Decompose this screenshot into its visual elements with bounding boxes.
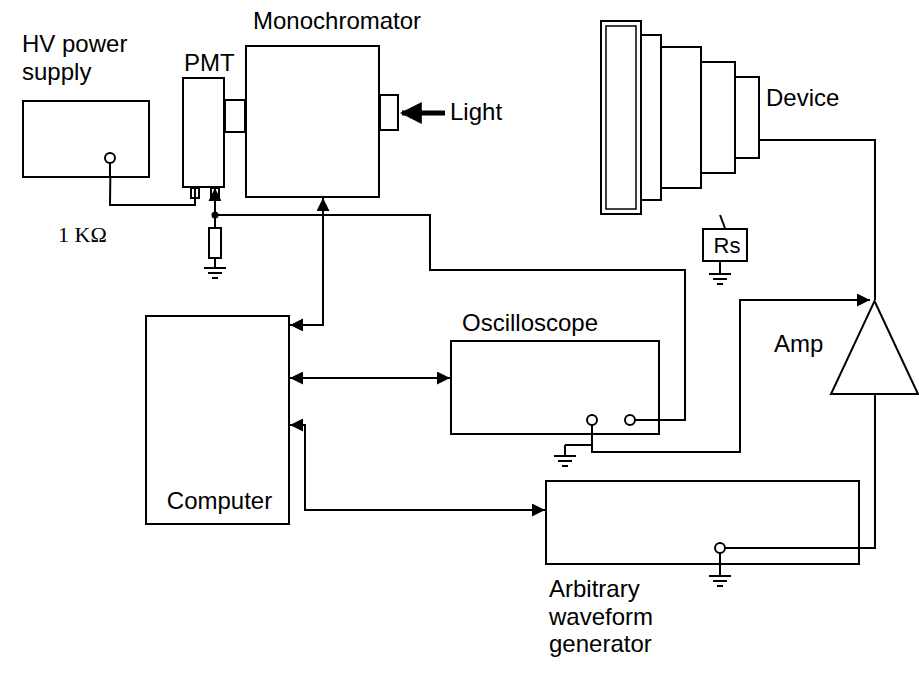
node-label: HV power supply [22,30,162,85]
device-layer [641,35,661,200]
light-arrow [402,111,445,116]
device-layer [661,47,701,188]
node-label: Device [766,84,839,112]
oscilloscope-box: Oscilloscope [450,340,660,435]
light-label: Light [450,98,502,126]
ground-symbol [554,456,576,466]
resistor-symbol [209,213,221,269]
node-label: Amp [774,330,823,358]
pmt-box: PMT [182,77,225,188]
power-supply-box: HV power supply [22,100,150,178]
device-drawing [600,20,760,215]
pmt-coupler [225,100,245,132]
awg-terminal [715,543,860,576]
signal-wire [290,377,450,379]
resistor-box: Rs [702,228,748,262]
ground-symbol [204,268,226,278]
node-label: Computer [147,487,292,515]
entrance-port [380,95,398,130]
scope-terminals [565,415,660,456]
hv-terminal [105,153,115,178]
device-layer [735,77,759,158]
monochromator-box: Monochromator [245,45,380,198]
node-label: PMT [184,49,235,77]
signal-wire [720,215,725,228]
amplifier-symbol [830,300,919,395]
signal-wire [760,140,875,300]
ground-symbol [709,262,731,284]
device-layer [601,21,641,214]
device-plate-inner [606,26,636,209]
computer-box: Computer [145,315,290,525]
signal-wire [592,300,870,452]
node-label: Oscilloscope [462,309,598,337]
node-label: Rs [704,233,750,258]
device-layer [701,62,735,173]
ground-symbol [709,576,731,586]
signal-wire [290,425,545,510]
node-label: Monochromator [253,7,421,35]
device-illustration: Device [600,20,760,215]
amplifier-outline [831,301,918,394]
node-label: Arbitrary waveform generator [549,575,684,658]
resistor-value: 1 KΩ [58,222,107,247]
amplifier-triangle: Amp [830,300,919,395]
generator-box: Arbitrary waveform generator [545,480,860,565]
signal-wire [290,198,323,325]
signal-wire [860,395,875,548]
